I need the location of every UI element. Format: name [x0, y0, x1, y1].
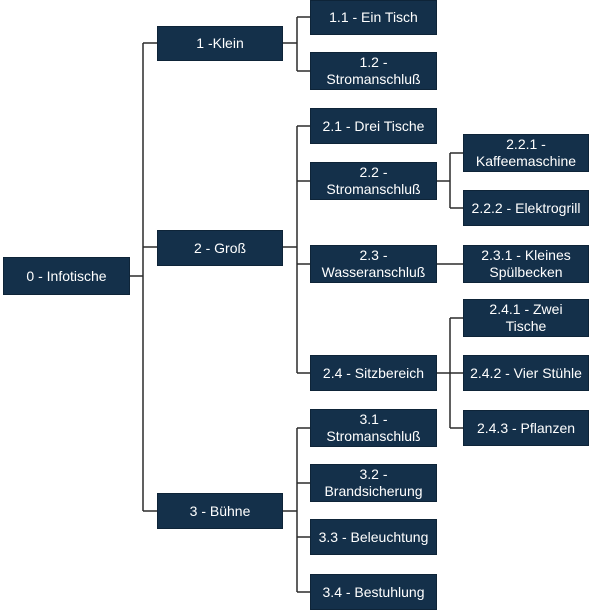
node-2-2: 2.2 - Stromanschluß — [310, 162, 437, 200]
node-3-4: 3.4 - Bestuhlung — [310, 574, 437, 610]
connector-node-3 — [283, 427, 310, 593]
node-2-2-1: 2.2.1 - Kaffeemaschine — [463, 134, 589, 172]
node-1-klein: 1 -Klein — [157, 26, 283, 61]
node-2-4-2: 2.4.2 - Vier Stühle — [463, 355, 589, 391]
node-2-4: 2.4 - Sitzbereich — [310, 355, 437, 391]
node-3-2: 3.2 - Brandsicherung — [310, 464, 437, 502]
node-2-2-2: 2.2.2 - Elektrogrill — [463, 190, 589, 226]
connector-node-2 — [283, 125, 310, 374]
connector-root — [130, 42, 157, 512]
node-3-3: 3.3 - Beleuchtung — [310, 519, 437, 555]
connector-node-2-2 — [437, 152, 463, 209]
node-1-2: 1.2 - Stromanschluß — [310, 52, 437, 90]
node-1-1: 1.1 - Ein Tisch — [310, 0, 437, 35]
node-2-4-1: 2.4.1 - Zwei Tische — [463, 299, 589, 337]
connector-node-2-4 — [437, 317, 463, 429]
node-2-3: 2.3 - Wasseranschluß — [310, 245, 437, 283]
connector-node-1 — [283, 16, 310, 72]
node-2-4-3: 2.4.3 - Pflanzen — [463, 410, 589, 446]
node-2-3-1: 2.3.1 - Kleines Spülbecken — [463, 245, 589, 283]
node-3-1: 3.1 - Stromanschluß — [310, 409, 437, 447]
node-3-buehne: 3 - Bühne — [157, 493, 283, 529]
node-2-gross: 2 - Groß — [157, 230, 283, 266]
node-2-1: 2.1 - Drei Tische — [310, 108, 437, 144]
node-root: 0 - Infotische — [3, 257, 130, 295]
